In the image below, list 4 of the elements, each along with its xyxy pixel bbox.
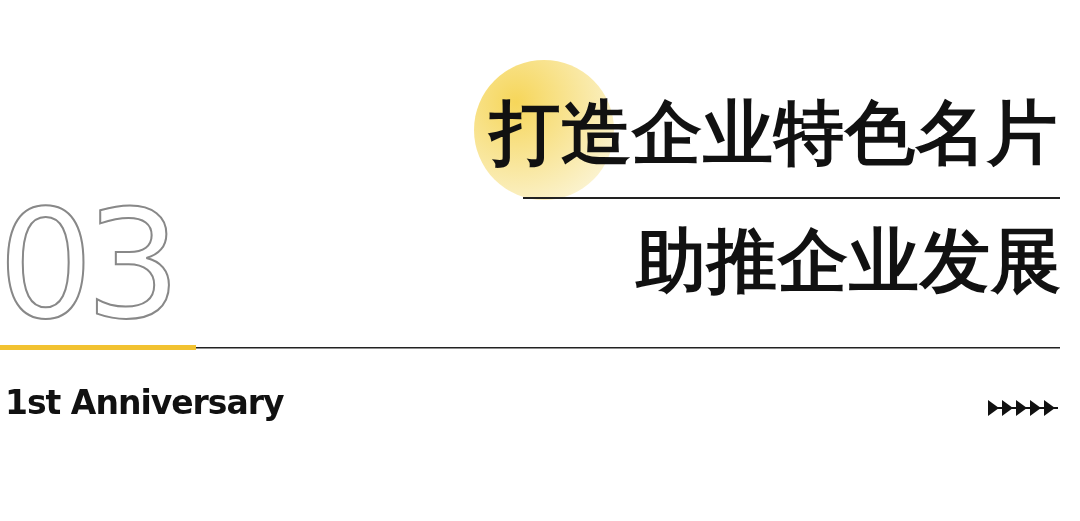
anniversary-text: 1st Anniversary [5,386,284,419]
outline-number: 03 [0,190,173,340]
subheading: 助推企业发展 [636,226,1062,296]
heading: 打造企业特色名片 [490,98,1058,168]
